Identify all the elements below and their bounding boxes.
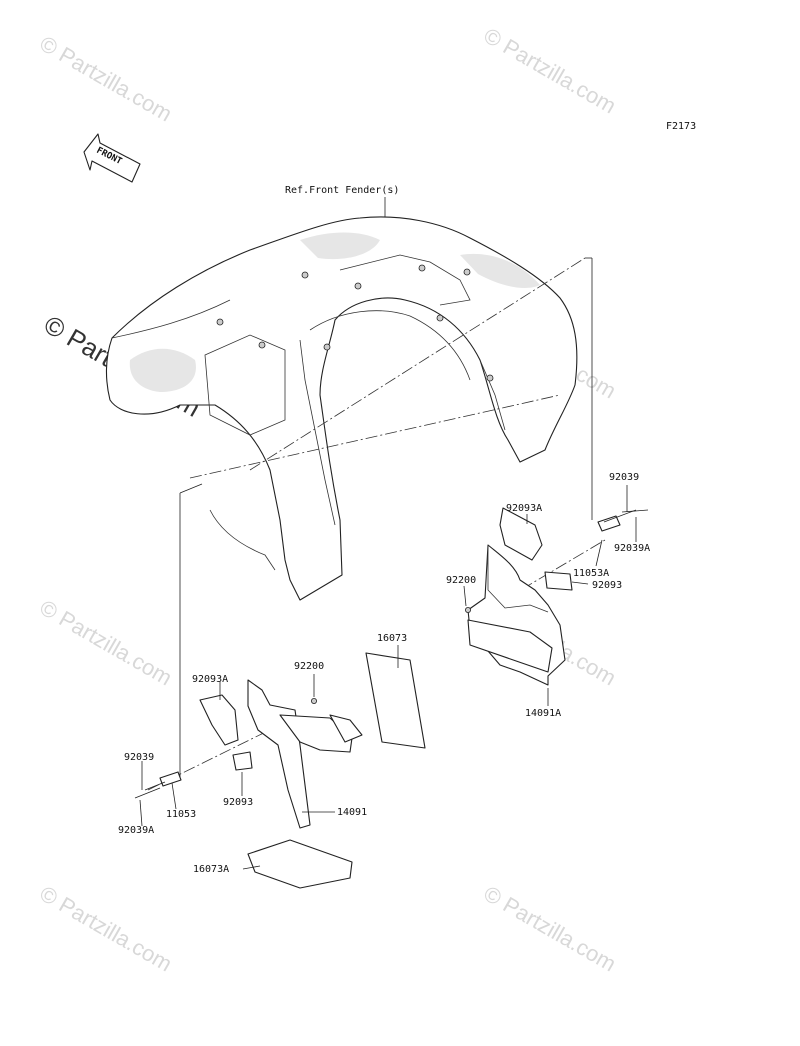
part-label-92039: 92039 [124, 752, 154, 763]
diagram-code: F2173 [666, 121, 696, 132]
heat-guard-14091A-plate [467, 619, 553, 673]
left-mudguard-assembly [134, 679, 363, 829]
watermark: © Partzilla.com [480, 881, 621, 977]
part-label-92093A: 92093A [192, 674, 228, 685]
front-arrow-icon: FRONT [83, 133, 141, 183]
watermark: © Partzilla.com [480, 23, 621, 119]
part-label-92093: 92093 [592, 580, 622, 591]
heat-guard-16073 [365, 652, 426, 749]
part-label-92200: 92200 [294, 661, 324, 672]
part-label-92039A: 92039A [118, 825, 154, 836]
watermark: © Partzilla.com [36, 595, 177, 691]
part-label-92039A: 92039A [614, 543, 650, 554]
part-label-16073A: 16073A [193, 864, 229, 875]
alignment-line [179, 483, 203, 494]
part-labels: 92039 92093A 92039A 11053A 92200 92093 1… [118, 472, 650, 875]
part-label-11053A: 11053A [573, 568, 609, 579]
watermark: © Partzilla.com [36, 31, 177, 127]
heat-guard-16073A [247, 839, 353, 889]
part-label-16073: 16073 [377, 633, 407, 644]
part-label-92093A: 92093A [506, 503, 542, 514]
alignment-line [249, 257, 586, 471]
part-label-92200: 92200 [446, 575, 476, 586]
part-label-14091A: 14091A [525, 708, 561, 719]
watermark: © Partzilla.com [36, 881, 177, 977]
right-mudguard-assembly [464, 507, 649, 686]
part-label-14091: 14091 [337, 807, 367, 818]
reference-label: Ref.Front Fender(s) [285, 185, 399, 196]
part-label-92039: 92039 [609, 472, 639, 483]
alignment-line [189, 394, 561, 479]
part-label-11053: 11053 [166, 809, 196, 820]
leader-lines [139, 485, 637, 870]
front-fender [105, 216, 578, 601]
part-label-92093: 92093 [223, 797, 253, 808]
